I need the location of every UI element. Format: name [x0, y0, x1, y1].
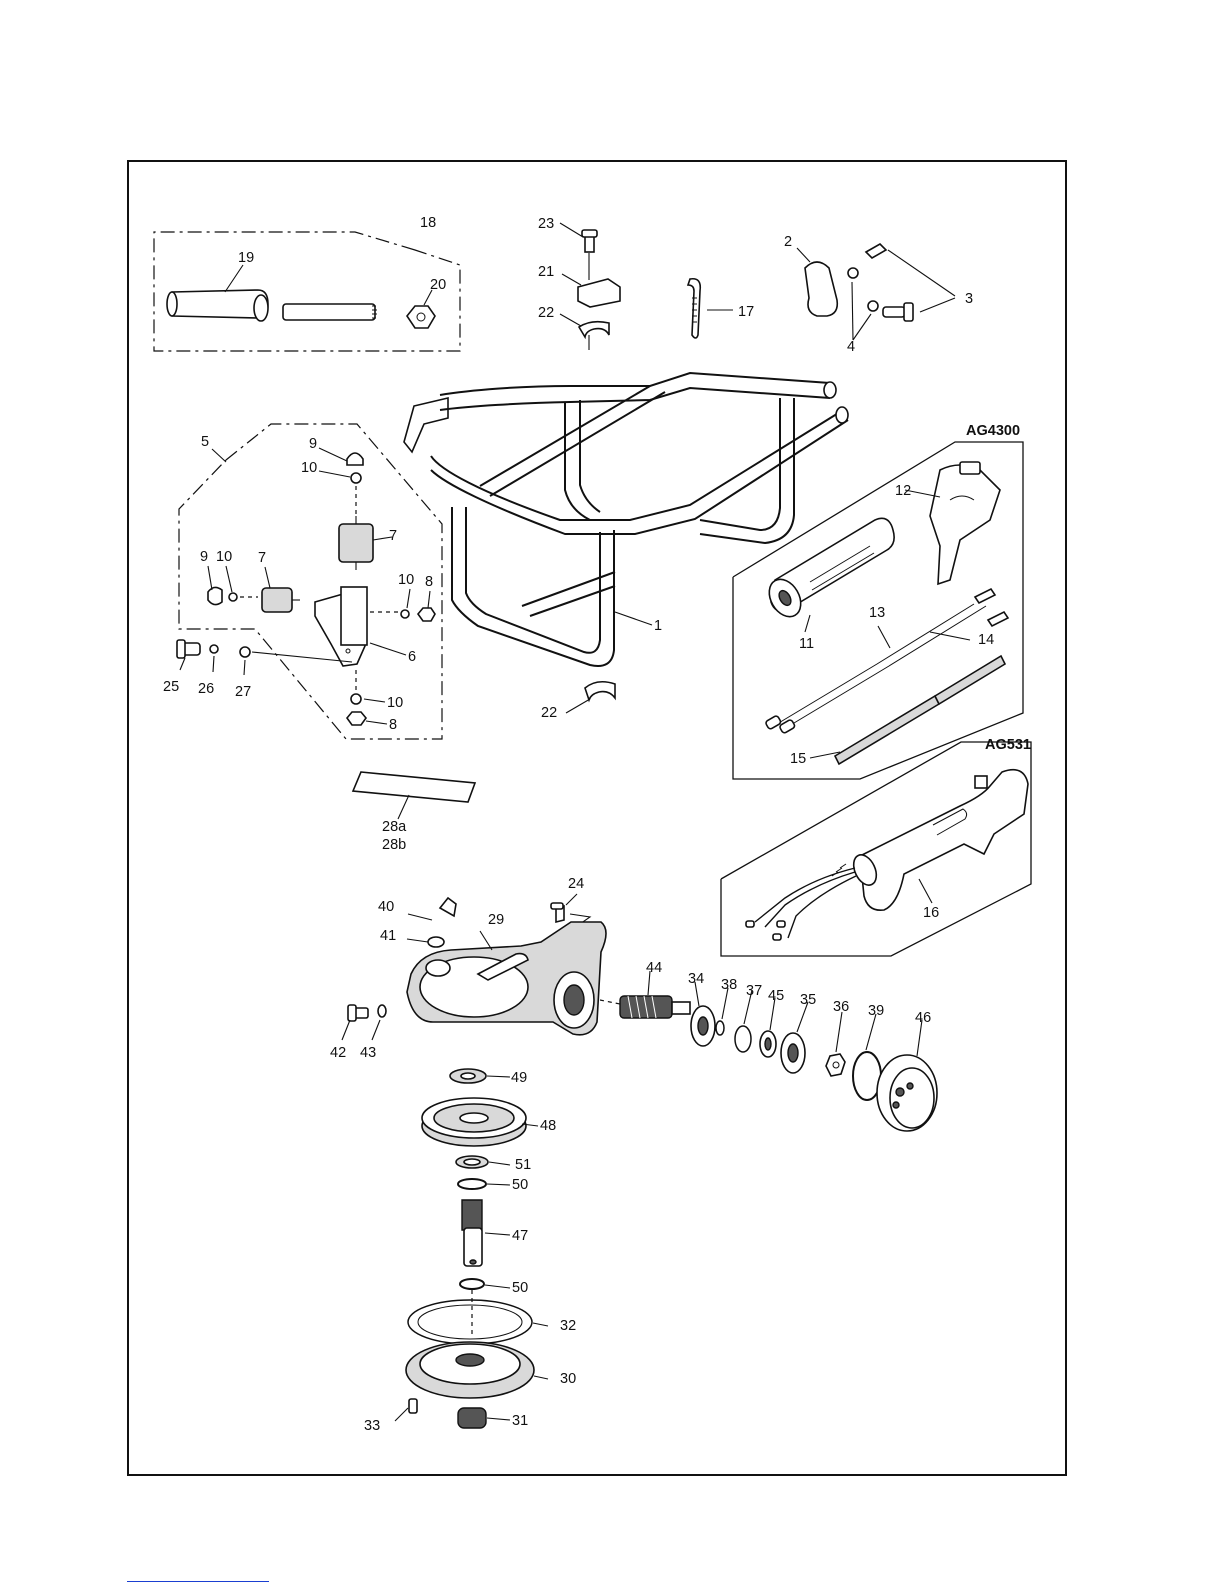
- callout-48: 48: [540, 1118, 556, 1134]
- decal: [353, 772, 475, 819]
- callout-46: 46: [915, 1010, 931, 1026]
- callout-29: 29: [488, 912, 504, 928]
- main-handle-frame: [404, 373, 848, 666]
- callout-34: 34: [688, 971, 704, 987]
- callout-43: 43: [360, 1045, 376, 1061]
- callout-15: 15: [790, 751, 806, 767]
- callout-22: 22: [538, 305, 554, 321]
- handle-grip-assembly: [154, 232, 460, 351]
- callout-50: 50: [512, 1280, 528, 1296]
- callout-40: 40: [378, 899, 394, 915]
- callout-50: 50: [512, 1177, 528, 1193]
- callout-19: 19: [238, 250, 254, 266]
- callout-10: 10: [387, 695, 403, 711]
- callout-10: 10: [301, 460, 317, 476]
- callout-7: 7: [258, 550, 266, 566]
- callout-14: 14: [978, 632, 994, 648]
- output-shaft-stack: [395, 1069, 548, 1428]
- callout-51: 51: [515, 1157, 531, 1173]
- callout-10: 10: [398, 572, 414, 588]
- callout-39: 39: [868, 1003, 884, 1019]
- callout-18: 18: [420, 215, 436, 231]
- cable-tie: [688, 279, 733, 338]
- footer-link-underline: [127, 1581, 269, 1582]
- callout-9: 9: [309, 436, 317, 452]
- callout-1: 1: [654, 618, 662, 634]
- callout-7: 7: [389, 528, 397, 544]
- mount-fasteners: [177, 640, 352, 675]
- callout-labels: 18 19 20 23 21 22 17 2 3 4 5 9 10 7 9 10…: [163, 215, 1031, 1434]
- callout-23: 23: [538, 216, 554, 232]
- callout-44: 44: [646, 960, 662, 976]
- callout-33: 33: [364, 1418, 380, 1434]
- callout-8: 8: [425, 574, 433, 590]
- callout-47: 47: [512, 1228, 528, 1244]
- callout-42: 42: [330, 1045, 346, 1061]
- gearbox-assembly: [342, 894, 606, 1040]
- callout-28a: 28a: [382, 819, 407, 835]
- callout-28b: 28b: [382, 837, 406, 853]
- callout-21: 21: [538, 264, 554, 280]
- callout-36: 36: [833, 999, 849, 1015]
- callout-17: 17: [738, 304, 754, 320]
- callout-37: 37: [746, 983, 762, 999]
- clip-lower: [566, 682, 615, 713]
- bracket-and-screws: [797, 244, 955, 340]
- model-label-ag4300: AG4300: [966, 423, 1020, 439]
- callout-8: 8: [389, 717, 397, 733]
- callout-3: 3: [965, 291, 973, 307]
- model-label-ag531: AG531: [985, 737, 1031, 753]
- callout-20: 20: [430, 277, 446, 293]
- callout-9: 9: [200, 549, 208, 565]
- callout-4: 4: [847, 339, 855, 355]
- callout-25: 25: [163, 679, 179, 695]
- callout-27: 27: [235, 684, 251, 700]
- handle-clamp-assembly: [560, 223, 620, 350]
- callout-10: 10: [216, 549, 232, 565]
- callout-26: 26: [198, 681, 214, 697]
- callout-13: 13: [869, 605, 885, 621]
- callout-31: 31: [512, 1413, 528, 1429]
- callout-45: 45: [768, 988, 784, 1004]
- callout-41: 41: [380, 928, 396, 944]
- callout-32: 32: [560, 1318, 576, 1334]
- callout-24: 24: [568, 876, 584, 892]
- callout-49: 49: [511, 1070, 527, 1086]
- callout-6: 6: [408, 649, 416, 665]
- callout-35: 35: [800, 992, 816, 1008]
- callout-12: 12: [895, 483, 911, 499]
- callout-22: 22: [541, 705, 557, 721]
- callout-11: 11: [799, 636, 814, 652]
- callout-30: 30: [560, 1371, 576, 1387]
- ag531-handle-group: [721, 742, 1031, 956]
- callout-38: 38: [721, 977, 737, 993]
- callout-16: 16: [923, 905, 939, 921]
- callout-5: 5: [201, 434, 209, 450]
- callout-2: 2: [784, 234, 792, 250]
